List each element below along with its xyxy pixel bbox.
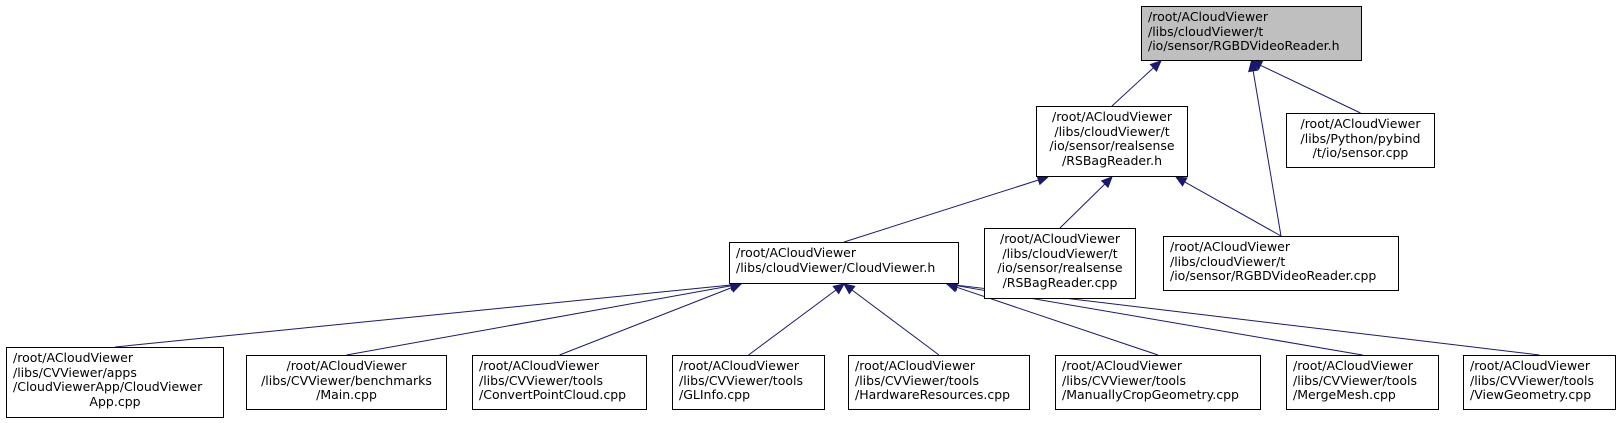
edge-rgbd_cpp-to-rsbag_h [1184, 181, 1282, 237]
node-line: /libs/CVViewer/tools [855, 372, 979, 388]
node-line: /libs/cloudViewer/t [1148, 23, 1264, 39]
edge-glinfo_cpp-to-cloudviewer_h [748, 289, 837, 356]
node-rgbd-video-reader-h[interactable]: /root/ACloudViewer /libs/cloudViewer/t /… [1141, 6, 1362, 61]
node-line: /libs/cloudViewer/t [1170, 253, 1286, 269]
node-line: App.cpp [89, 393, 141, 409]
node-benchmarks-main-cpp[interactable]: /root/ACloudViewer /libs/CVViewer/benchm… [246, 355, 447, 410]
node-line: /libs/CVViewer/tools [679, 372, 803, 388]
node-line: /root/ACloudViewer [736, 245, 857, 260]
node-merge-mesh-cpp[interactable]: /root/ACloudViewer /libs/CVViewer/tools … [1286, 355, 1439, 410]
arrowhead-glinfo_cpp-to-cloudviewer_h [832, 283, 845, 295]
arrowhead-sensor_cpp-to-rgbd_h [1250, 60, 1264, 71]
node-cloudviewer-app-cpp[interactable]: /root/ACloudViewer /libs/CVViewer/apps /… [6, 347, 224, 418]
node-line: /RSBagReader.h [1062, 152, 1162, 168]
node-line: /root/ACloudViewer [999, 231, 1120, 246]
node-line: /ConvertPointCloud.cpp [479, 387, 627, 402]
node-cloudviewer-h[interactable]: /root/ACloudViewer /libs/cloudViewer/Clo… [729, 242, 959, 284]
arrowhead-rgbd_cpp-to-rsbag_h [1174, 176, 1188, 187]
arrowhead-cloudviewer_h-to-rsbag_h [1036, 175, 1050, 186]
node-glinfo-cpp[interactable]: /root/ACloudViewer /libs/CVViewer/tools … [672, 355, 825, 410]
node-line: /root/ACloudViewer [679, 358, 800, 373]
node-line: /libs/cloudViewer/CloudViewer.h [736, 259, 936, 275]
node-line: /libs/cloudViewer/t [1054, 123, 1170, 139]
node-python-sensor-cpp[interactable]: /root/ACloudViewer /libs/Python/pybind /… [1286, 113, 1435, 168]
node-line: /libs/cloudViewer/t [1002, 245, 1118, 261]
node-line: /io/sensor/RGBDVideoReader.cpp [1170, 268, 1377, 283]
node-line: /t/io/sensor.cpp [1312, 145, 1409, 160]
node-line: /GLInfo.cpp [679, 387, 751, 402]
node-line: /CloudViewerApp/CloudViewer [13, 379, 203, 394]
node-line: /root/ACloudViewer [855, 358, 976, 373]
node-rsbag-reader-cpp[interactable]: /root/ACloudViewer /libs/cloudViewer/t /… [984, 228, 1136, 299]
node-rgbd-video-reader-cpp[interactable]: /root/ACloudViewer /libs/cloudViewer/t /… [1163, 236, 1399, 291]
node-line: /root/ACloudViewer [13, 350, 134, 365]
node-line: /io/sensor/RGBDVideoReader.h [1148, 38, 1340, 53]
node-line: /ManuallyCropGeometry.cpp [1062, 387, 1239, 402]
node-line: /root/ACloudViewer [1300, 116, 1421, 131]
edge-app_cpp-to-cloudviewer_h [114, 284, 732, 348]
node-line: /root/ACloudViewer [479, 358, 600, 373]
edge-main_cpp-to-cloudviewer_h [346, 285, 732, 356]
node-line: /root/ACloudViewer [1148, 9, 1269, 24]
node-line: /HardwareResources.cpp [855, 387, 1011, 402]
arrowhead-hardware_cpp-to-cloudviewer_h [843, 283, 856, 295]
node-line: /root/ACloudViewer [1470, 358, 1591, 373]
node-convert-point-cloud-cpp[interactable]: /root/ACloudViewer /libs/CVViewer/tools … [472, 355, 647, 410]
node-line: /libs/CVViewer/tools [479, 372, 603, 388]
node-line: /libs/CVViewer/tools [1062, 372, 1186, 388]
node-line: /libs/CVViewer/tools [1470, 372, 1594, 388]
arrowhead-rsbag_h-to-rgbd_h [1149, 60, 1162, 72]
arrowhead-rsbag_cpp-to-rsbag_h [1100, 176, 1113, 189]
edge-rsbag_cpp-to-rsbag_h [1059, 183, 1106, 229]
node-line: /root/ACloudViewer [286, 358, 407, 373]
node-line: /io/sensor/realsense [1049, 138, 1175, 153]
edge-sensor_cpp-to-rgbd_h [1260, 64, 1361, 114]
node-line: /libs/CVViewer/apps [13, 364, 137, 380]
node-line: /libs/Python/pybind [1300, 130, 1421, 146]
arrowhead-rgbd_cpp-to-rgbd_h [1248, 59, 1259, 73]
edge-rsbag_h-to-rgbd_h [1111, 67, 1154, 107]
edge-rgbd_cpp-to-rgbd_h [1252, 70, 1282, 237]
node-line: /root/ACloudViewer [1170, 239, 1291, 254]
node-hardware-resources-cpp[interactable]: /root/ACloudViewer /libs/CVViewer/tools … [848, 355, 1030, 410]
node-rsbag-reader-h[interactable]: /root/ACloudViewer /libs/cloudViewer/t /… [1036, 106, 1188, 177]
node-line: /MergeMesh.cpp [1293, 387, 1396, 402]
node-view-geometry-cpp[interactable]: /root/ACloudViewer /libs/CVViewer/tools … [1463, 355, 1616, 410]
node-line: /root/ACloudViewer [1051, 109, 1172, 124]
node-line: /libs/CVViewer/benchmarks [261, 372, 432, 388]
node-line: /root/ACloudViewer [1293, 358, 1414, 373]
node-line: /io/sensor/realsense [997, 260, 1123, 275]
node-manually-crop-geometry-cpp[interactable]: /root/ACloudViewer /libs/CVViewer/tools … [1055, 355, 1261, 410]
edge-cloudviewer_h-to-rsbag_h [843, 179, 1039, 243]
node-line: /root/ACloudViewer [1062, 358, 1183, 373]
node-line: /Main.cpp [316, 387, 377, 402]
node-line: /RSBagReader.cpp [1002, 274, 1118, 290]
node-line: /ViewGeometry.cpp [1470, 387, 1592, 402]
node-line: /libs/CVViewer/tools [1293, 372, 1417, 388]
edge-hardware_cpp-to-cloudviewer_h [851, 289, 940, 356]
edge-convert_cpp-to-cloudviewer_h [559, 287, 732, 356]
